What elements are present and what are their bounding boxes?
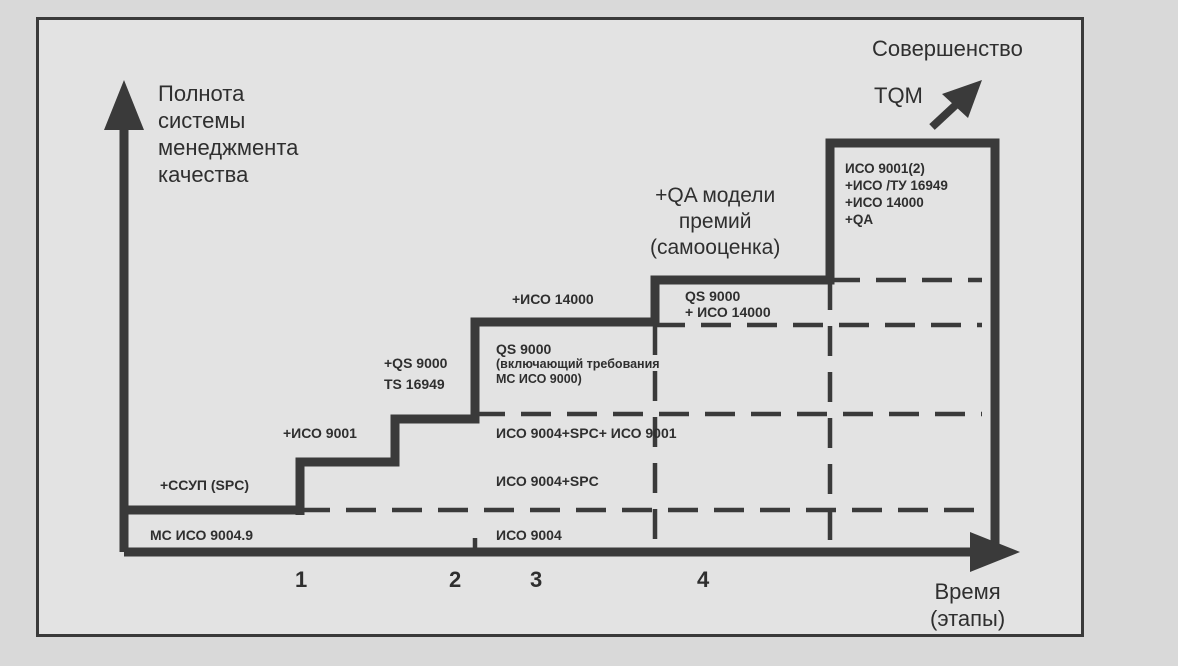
cell-qs9000-14000: QS 9000 + ИСО 14000 [685, 288, 771, 320]
step-label-qs9000-line-1: +QS 9000 [384, 355, 448, 371]
excellence-label: Совершенство [872, 36, 1023, 61]
y-label-line-4: качества [158, 162, 249, 187]
tqm-arrowhead [942, 80, 982, 118]
y-axis-arrowhead [104, 80, 144, 130]
step-label-iso9001: +ИСО 9001 [283, 425, 357, 441]
cell-base: МС ИСО 9004.9 [150, 527, 254, 543]
qs9000-line-3: МС ИСО 9000) [496, 372, 582, 386]
cell-iso9004: ИСО 9004 [496, 527, 562, 543]
tqm-label: TQM [874, 83, 923, 108]
step-label-qs9000: +QS 9000 TS 16949 [384, 355, 447, 393]
tqm-box-line-4: +QA [845, 212, 874, 227]
x-axis-label: Время (этапы) [930, 578, 1005, 632]
step-label-qs9000-line-2: TS 16949 [384, 376, 445, 392]
step-label-iso14000: +ИСО 14000 [512, 291, 594, 307]
step-label-spc: +ССУП (SPC) [160, 477, 249, 493]
qa-label-line-2: премий [678, 210, 752, 233]
y-axis-label: Полнота системы менеджмента качества [158, 80, 298, 188]
qs9000-line-2: (включающий требования [496, 357, 660, 371]
staircase-line [295, 138, 1000, 548]
x-axis-arrowhead [970, 532, 1020, 572]
qs9000-14000-line-1: QS 9000 [685, 288, 741, 304]
stage-number-2: 2 [449, 567, 462, 592]
cell-tqm-box: ИСО 9001(2) +ИСО /ТУ 16949 +ИСО 14000 +Q… [845, 160, 948, 228]
cell-qs9000: QS 9000 (включающий требования МС ИСО 90… [496, 342, 660, 387]
x-label-line-1: Время [934, 579, 1001, 604]
qs9000-line-1: QS 9000 [496, 341, 552, 357]
tqm-box-line-2: +ИСО /ТУ 16949 [845, 178, 948, 193]
y-label-line-1: Полнота [158, 81, 245, 106]
y-label-line-2: системы [158, 108, 246, 133]
tqm-box-line-1: ИСО 9001(2) [845, 161, 925, 176]
qs9000-14000-line-2: + ИСО 14000 [685, 304, 771, 320]
stage-number-4: 4 [697, 567, 710, 592]
cell-iso9004-spc-9001: ИСО 9004+SPC+ ИСО 9001 [496, 425, 677, 441]
cell-iso9004-spc: ИСО 9004+SPC [496, 473, 599, 489]
qa-label-line-1: +QA модели [655, 184, 776, 207]
qa-label-line-3: (самооценка) [650, 236, 781, 259]
step-label-qa-models: +QA модели премий (самооценка) [650, 183, 780, 261]
tqm-box-line-3: +ИСО 14000 [845, 195, 924, 210]
y-label-line-3: менеджмента [158, 135, 299, 160]
stage-number-1: 1 [295, 567, 308, 592]
x-label-line-2: (этапы) [930, 606, 1006, 631]
stage-number-3: 3 [530, 567, 543, 592]
